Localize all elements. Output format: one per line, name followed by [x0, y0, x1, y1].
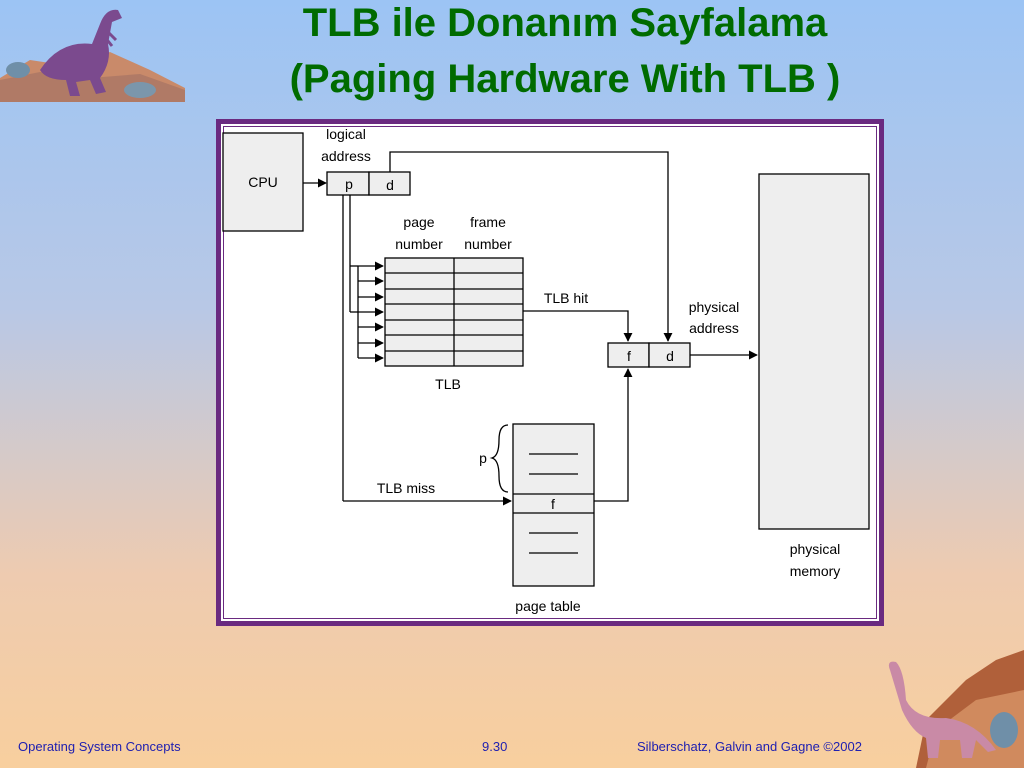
slide-title-line2: (Paging Hardware With TLB ) [289, 57, 841, 101]
logical-p-field: p [345, 176, 353, 192]
page-table-f-entry: f [551, 496, 555, 512]
physical-d-field: d [666, 348, 674, 364]
dinosaur-illustration-bottom [888, 650, 1024, 768]
tlb-page-header-1: page [403, 214, 434, 230]
cpu-box [222, 132, 304, 232]
tlb-label: TLB [435, 376, 461, 392]
tlb-table [384, 257, 524, 367]
footer-slide-number: 9.30 [482, 739, 508, 754]
tlb-miss-label: TLB miss [377, 480, 435, 496]
footer-copyright: Silberschatz, Galvin and Gagne ©2002 [637, 739, 862, 754]
tlb-lookup-arrows [358, 261, 384, 363]
page-table-p-label: p [479, 450, 487, 466]
logical-address-label-1: logical [326, 126, 366, 142]
logical-d-field: d [386, 177, 394, 193]
physical-address-label-2: address [689, 320, 739, 336]
logical-address-label-2: address [321, 148, 371, 164]
page-table-box [512, 423, 595, 587]
cpu-label: CPU [248, 174, 278, 190]
tlb-frame-header-2: number [464, 236, 512, 252]
diagram-frame: CPU logical address p d page number fram… [216, 119, 884, 626]
physical-memory-label-2: memory [790, 563, 841, 579]
tlb-page-header-2: number [395, 236, 443, 252]
paging-hardware-diagram: CPU logical address p d page number fram… [222, 126, 870, 614]
dinosaur-illustration-top [0, 9, 185, 102]
physical-memory-box [758, 173, 870, 530]
tlb-hit-label: TLB hit [544, 290, 588, 306]
tlb-frame-header-1: frame [470, 214, 506, 230]
physical-memory-label-1: physical [790, 541, 841, 557]
physical-address-label-1: physical [689, 299, 740, 315]
page-table-brace [489, 424, 509, 493]
physical-f-field: f [627, 348, 631, 364]
page-table-label: page table [515, 598, 581, 614]
physical-address-d-cell [648, 342, 691, 368]
footer-course-title: Operating System Concepts [18, 739, 181, 754]
physical-address-f-cell [607, 342, 650, 368]
slide-title-line1: TLB ile Donanım Sayfalama [302, 1, 828, 45]
